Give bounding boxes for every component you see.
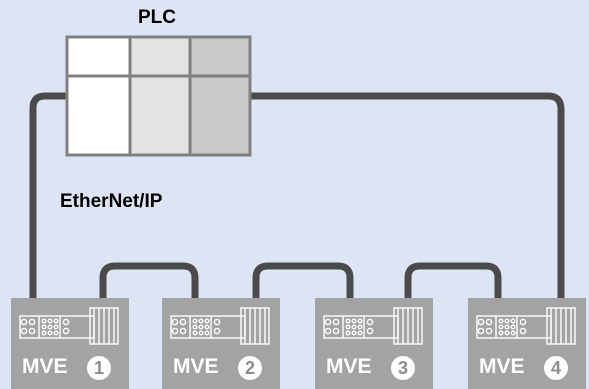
plc-module [65,35,252,157]
mve-number-badge-1: 1 [87,356,111,380]
terminal-block-icon [323,307,423,345]
cable-mve-2-to-mve-3 [252,262,354,298]
mve-device-1 [11,298,129,389]
cable-mve-3-to-mve-4 [404,262,502,298]
mve-label-3: MVE [326,355,372,378]
mve-number-badge-2: 2 [238,356,262,380]
mve-label-2: MVE [173,355,219,378]
mve-number-badge-4: 4 [544,356,568,380]
terminal-block-icon [476,307,576,345]
cable-mve-1-to-mve-2 [99,262,199,298]
network-label: EtherNet/IP [60,191,163,212]
terminal-block-icon [19,307,119,345]
mve-label-1: MVE [22,355,68,378]
plc-label: PLC [138,7,176,28]
mve-number-badge-3: 3 [391,356,415,380]
terminal-block-icon [170,307,270,345]
cable-plc-to-mve-1 [29,92,67,298]
cable-plc-to-mve-4 [250,92,565,298]
mve-label-4: MVE [479,355,525,378]
